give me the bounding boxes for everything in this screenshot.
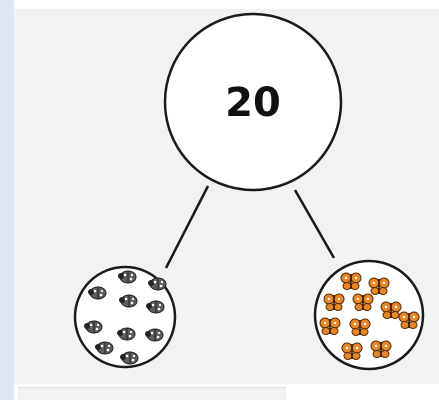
butterfly-icon: [342, 343, 362, 360]
butterfly-icon: [381, 302, 401, 319]
butterfly-icon: [341, 273, 361, 290]
butterfly-icon: [399, 312, 419, 329]
connector-line-left: [166, 186, 208, 268]
butterfly-icon: [350, 319, 370, 336]
butterfly-icon: [369, 278, 389, 295]
whole-value: 20: [225, 80, 281, 126]
butterfly-icon: [353, 294, 373, 311]
butterfly-icon: [371, 341, 391, 358]
butterfly-icon: [320, 318, 340, 335]
butterfly-icon: [324, 294, 344, 311]
connector-line-right: [295, 190, 334, 258]
